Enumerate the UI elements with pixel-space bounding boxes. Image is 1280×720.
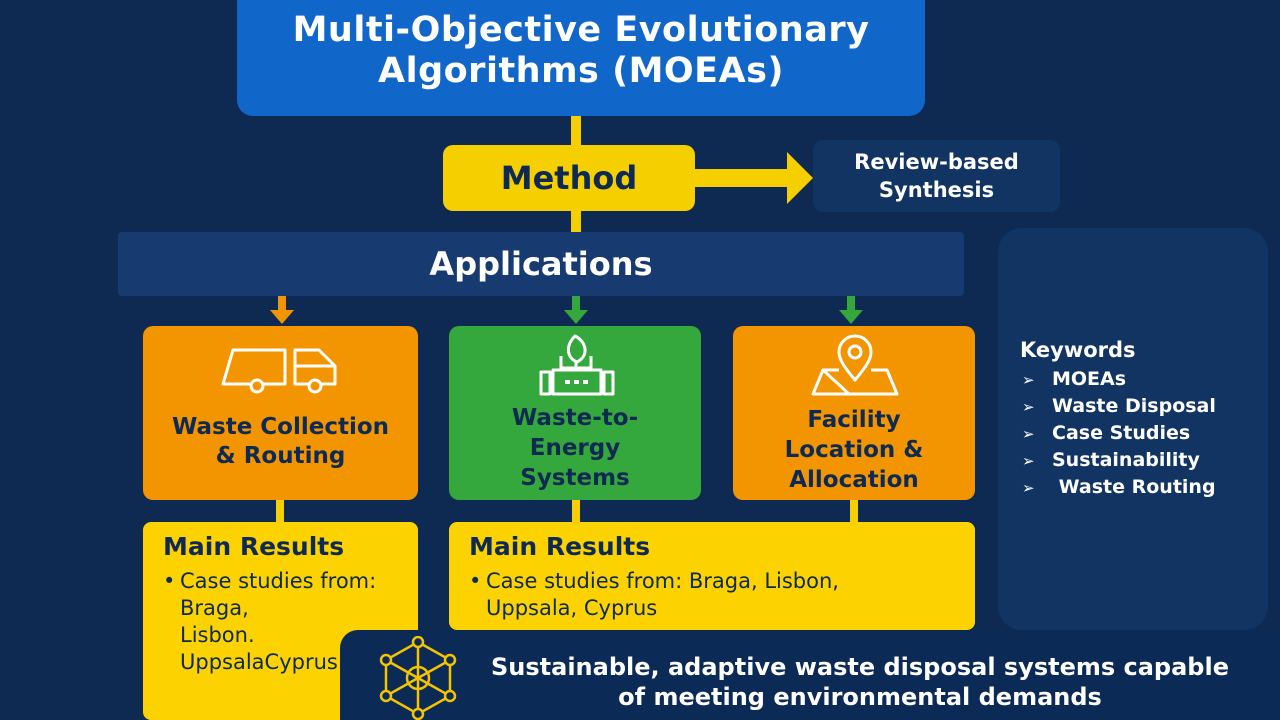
connector-card3-results [850, 498, 858, 524]
app-label-1-line-1: Waste Collection [171, 414, 390, 440]
main-results-box-1: Main Results Case studies from: Braga, L… [143, 522, 418, 720]
app-label-3-line-1: Facility [807, 407, 901, 433]
app-card-waste-collection: Waste Collection & Routing [143, 326, 418, 500]
review-synthesis-box: Review-based Synthesis [813, 140, 1060, 212]
result-1-line-1: Case studies from: [163, 568, 418, 595]
map-pin-icon [811, 334, 899, 396]
arrow-bullet-icon: ➢ [1022, 371, 1035, 389]
app-label-1-line-2: & Routing [215, 443, 346, 469]
applications-label: Applications [429, 245, 653, 283]
truck-icon [221, 348, 337, 394]
main-results-list-1: Case studies from: [163, 568, 418, 595]
title-box: Multi-Objective Evolutionary Algorithms … [237, 0, 925, 116]
keyword-item: ➢Waste Disposal [1022, 393, 1216, 420]
keywords-list: ➢MOEAs ➢Waste Disposal ➢Case Studies ➢Su… [1022, 366, 1216, 501]
method-label: Method [500, 159, 638, 197]
energy-plant-icon [539, 334, 615, 396]
connector-method-applications [571, 210, 581, 234]
main-results-title-2: Main Results [469, 532, 651, 561]
result-2-line-1: Case studies from: Braga, Lisbon, [469, 568, 975, 595]
app-label-2-line-2: Energy [529, 435, 621, 461]
arrow-bullet-icon: ➢ [1022, 398, 1035, 416]
app-card-facility-location: Facility Location & Allocation [733, 326, 975, 500]
footer-line-1: Sustainable, adaptive waste disposal sys… [491, 653, 1229, 681]
arrow-bullet-icon: ➢ [1022, 452, 1035, 470]
connector-card1-results [276, 498, 284, 524]
keyword-item: ➢MOEAs [1022, 366, 1216, 393]
network-cube-icon [379, 636, 457, 720]
footer-text: Sustainable, adaptive waste disposal sys… [480, 652, 1240, 712]
app-label-2-line-3: Systems [520, 465, 630, 491]
app-card-waste-to-energy: Waste-to- Energy Systems [449, 326, 701, 500]
result-1-line-4: UppsalaCyprus [180, 650, 338, 674]
keyword-item: ➢ Waste Routing [1022, 474, 1216, 501]
keyword-item: ➢Case Studies [1022, 420, 1216, 447]
footer-conclusion: Sustainable, adaptive waste disposal sys… [340, 630, 1280, 720]
applications-band: Applications [118, 232, 964, 296]
result-2-line-2: Uppsala, Cyprus [486, 596, 658, 620]
method-box: Method [443, 145, 695, 211]
arrow-method-to-review [693, 152, 813, 204]
app-label-3-line-2: Location & [784, 437, 924, 463]
keyword-item: ➢Sustainability [1022, 447, 1216, 474]
footer-line-2: of meeting environmental demands [618, 683, 1102, 711]
arrow-down-green-1 [564, 296, 588, 324]
result-1-line-3: Lisbon. [180, 623, 255, 647]
review-line-1: Review-based [854, 150, 1019, 174]
app-label-3-line-3: Allocation [789, 467, 919, 493]
result-1-line-2: Braga, [180, 596, 249, 620]
keywords-title: Keywords [1020, 338, 1136, 362]
app-label-2-line-1: Waste-to- [511, 405, 639, 431]
title-line-1: Multi-Objective Evolutionary [292, 10, 870, 50]
arrow-bullet-icon: ➢ [1022, 479, 1035, 497]
title-line-2: Algorithms (MOEAs) [378, 51, 784, 91]
review-line-2: Synthesis [878, 178, 995, 202]
arrow-bullet-icon: ➢ [1022, 425, 1035, 443]
main-results-title-1: Main Results [163, 532, 345, 561]
main-results-box-2: Main Results Case studies from: Braga, L… [449, 522, 975, 630]
main-results-list-2: Case studies from: Braga, Lisbon, [469, 568, 975, 595]
connector-title-method [571, 116, 581, 146]
arrow-down-green-2 [839, 296, 863, 324]
keywords-panel: Keywords ➢MOEAs ➢Waste Disposal ➢Case St… [998, 228, 1268, 630]
connector-card2-results [572, 498, 580, 524]
arrow-down-orange [270, 296, 294, 324]
